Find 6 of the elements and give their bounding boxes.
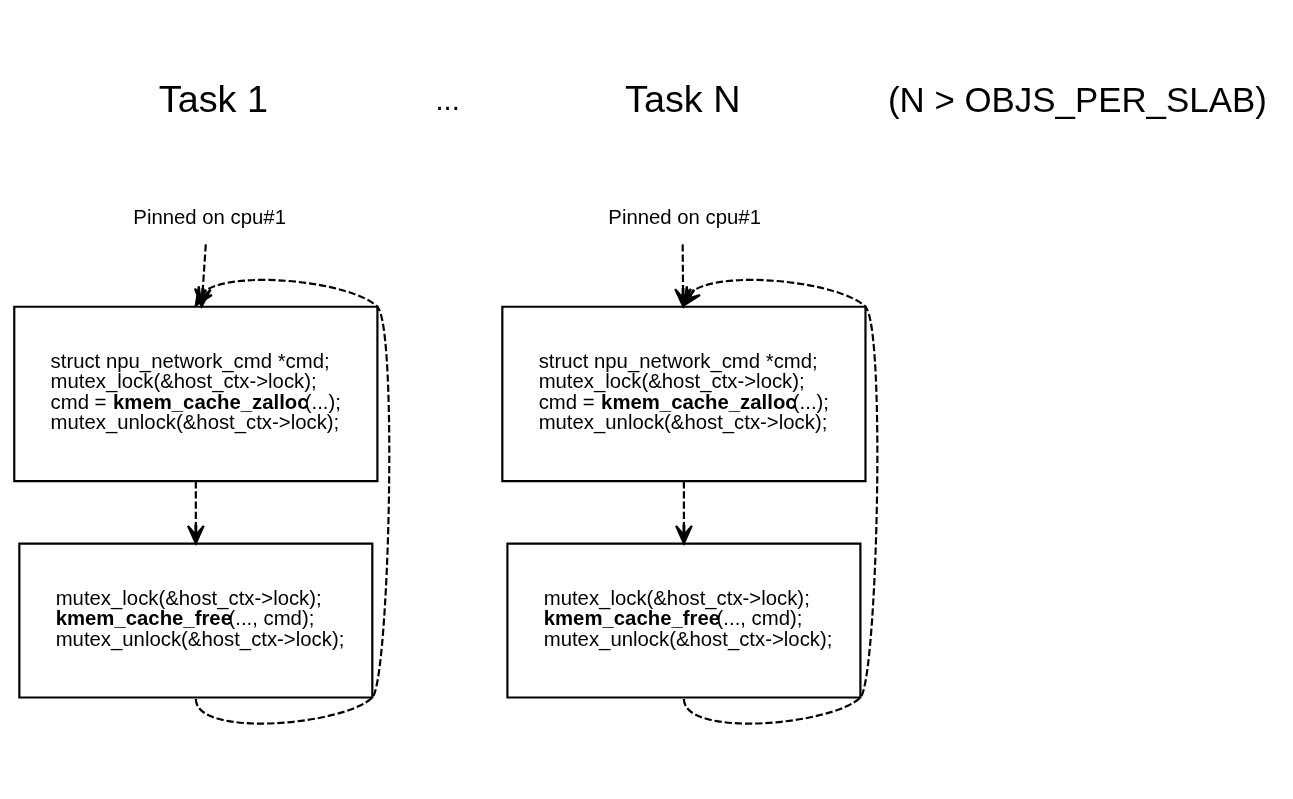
node-text: Pinned on cpu#1: [608, 205, 761, 228]
label: Task 1: [158, 77, 268, 120]
label: Task N: [625, 77, 741, 120]
label: (N > OBJS_PER_SLAB): [887, 79, 1267, 119]
node-text: Pinned on cpu#1: [133, 205, 286, 228]
label: ...: [435, 83, 460, 116]
